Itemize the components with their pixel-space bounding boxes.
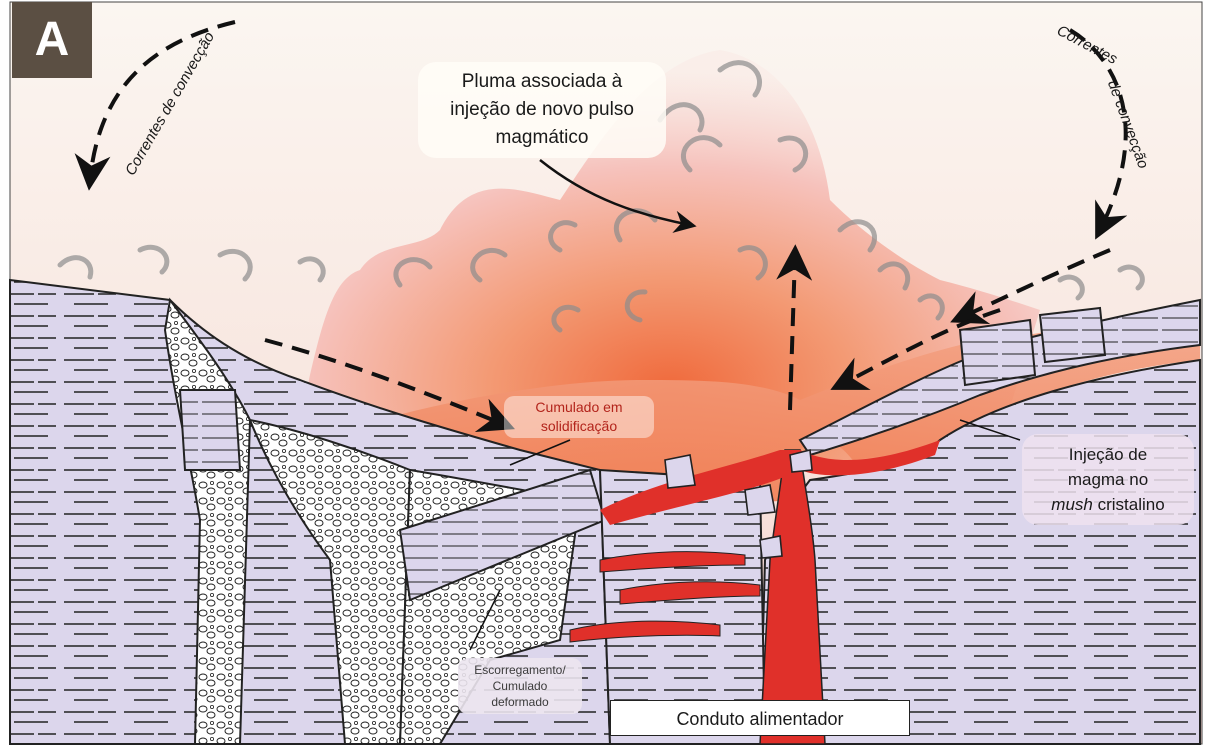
plume-label: Pluma associada à injeção de novo pulso … xyxy=(418,62,666,158)
right-block-2 xyxy=(1040,308,1105,362)
slump-label-line-1: Escorregamento/ xyxy=(460,662,580,678)
cumulate-label-line-2: solidificação xyxy=(504,417,654,436)
cumulate-label-line-1: Cumulado em xyxy=(504,398,654,417)
injection-label-rest: cristalino xyxy=(1093,495,1165,514)
panel-label: A xyxy=(12,2,92,78)
injection-label-line-2: magma no xyxy=(1024,467,1192,492)
conduit-label: Conduto alimentador xyxy=(610,700,910,736)
right-block-1 xyxy=(960,320,1035,385)
plume-label-line-3: magmático xyxy=(422,124,662,152)
injection-label-line-1: Injeção de xyxy=(1024,442,1192,467)
plume-label-line-1: Pluma associada à xyxy=(422,68,662,96)
slump-label-line-2: Cumulado xyxy=(460,678,580,694)
injection-label: Injeção de magma no mush cristalino xyxy=(1022,434,1194,525)
injection-label-line-3: mush cristalino xyxy=(1024,492,1192,517)
crust-block-left xyxy=(180,390,240,470)
plume-label-line-2: injeção de novo pulso xyxy=(422,96,662,124)
cumulate-label: Cumulado em solidificação xyxy=(504,396,654,438)
slump-label-line-3: deformado xyxy=(460,694,580,710)
slump-label: Escorregamento/ Cumulado deformado xyxy=(458,658,582,714)
injection-label-italic: mush xyxy=(1051,495,1093,514)
